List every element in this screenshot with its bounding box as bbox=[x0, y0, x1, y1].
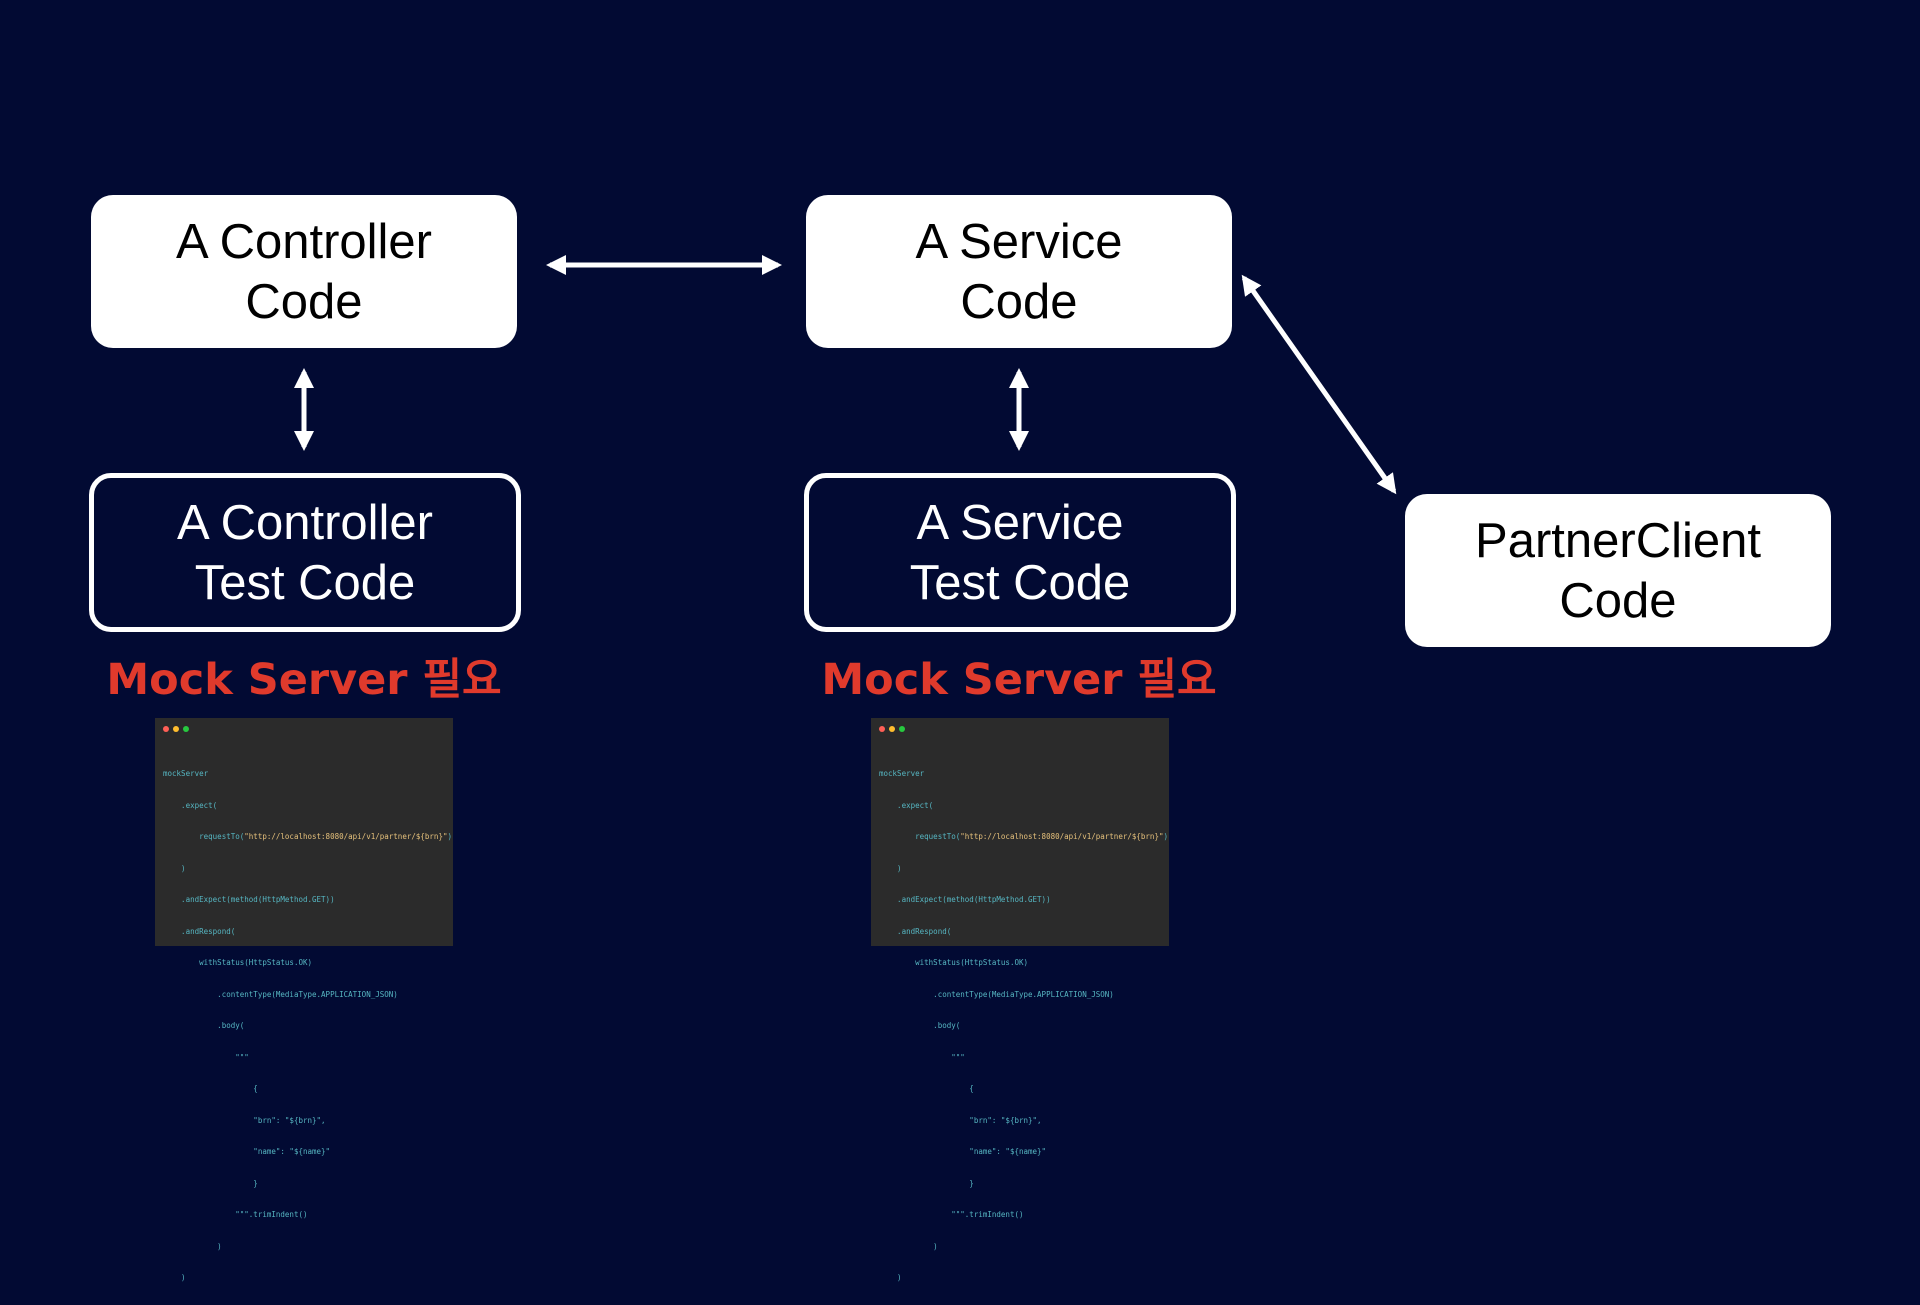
code-snippet-window-right: mockServer .expect( requestTo("http://lo… bbox=[871, 718, 1169, 1282]
code-line: ) bbox=[163, 1273, 186, 1282]
code-line: """ bbox=[879, 1052, 965, 1062]
service-code-line2: Code bbox=[960, 274, 1078, 329]
code-line: withStatus(HttpStatus.OK) bbox=[163, 958, 313, 967]
code-line: requestTo("http://localhost:8080/api/v1/… bbox=[163, 832, 452, 843]
code-line: .contentType(MediaType.APPLICATION_JSON) bbox=[163, 989, 398, 999]
service-code-line1: A Service bbox=[915, 214, 1123, 269]
service-code-box: A Service Code bbox=[806, 195, 1232, 348]
service-test-line2: Test Code bbox=[909, 555, 1131, 610]
code-token: ) bbox=[447, 832, 452, 841]
window-controls bbox=[879, 726, 1161, 732]
mock-server-required-label-left: Mock Server 필요 bbox=[106, 655, 502, 705]
code-token: requestTo( bbox=[879, 832, 961, 841]
code-line: .andRespond( bbox=[163, 926, 236, 936]
code-block: mockServer .expect( requestTo("http://lo… bbox=[879, 748, 1168, 1305]
code-line: .body( bbox=[163, 1021, 245, 1030]
partner-client-code-box: PartnerClient Code bbox=[1405, 494, 1831, 647]
code-block: mockServer .expect( requestTo("http://lo… bbox=[163, 748, 452, 1305]
connector-arrows bbox=[294, 255, 1397, 495]
close-dot-icon bbox=[163, 726, 169, 732]
partner-client-line2: Code bbox=[1559, 573, 1677, 628]
code-line: withStatus(HttpStatus.OK) bbox=[879, 958, 1029, 967]
code-snippet-window-left: mockServer .expect( requestTo("http://lo… bbox=[155, 718, 453, 1282]
code-line: ) bbox=[879, 1241, 938, 1251]
code-line: .expect( bbox=[879, 800, 934, 810]
code-line: "brn": "${brn}", bbox=[163, 1115, 326, 1125]
code-line: "name": "${name}" bbox=[163, 1147, 331, 1156]
code-line: ) bbox=[163, 863, 186, 873]
code-string: "http://localhost:8080/api/v1/partner/${… bbox=[244, 832, 448, 841]
code-line: mockServer bbox=[879, 769, 925, 778]
code-line: """.trimIndent() bbox=[879, 1210, 1024, 1219]
code-line: ) bbox=[163, 1241, 222, 1251]
service-test-line1: A Service bbox=[916, 495, 1124, 550]
controller-code-line1: A Controller bbox=[175, 214, 432, 269]
code-line: """ bbox=[163, 1052, 249, 1062]
code-line: .contentType(MediaType.APPLICATION_JSON) bbox=[879, 989, 1114, 999]
code-line: ) bbox=[879, 863, 902, 873]
code-line: "name": "${name}" bbox=[879, 1147, 1047, 1156]
controller-test-code-box: A Controller Test Code bbox=[89, 473, 521, 632]
code-line: "brn": "${brn}", bbox=[879, 1115, 1042, 1125]
code-line: { bbox=[163, 1084, 258, 1093]
partner-client-line1: PartnerClient bbox=[1475, 513, 1761, 568]
code-line: .expect( bbox=[163, 800, 218, 810]
controller-code-line2: Code bbox=[245, 274, 363, 329]
code-string: "http://localhost:8080/api/v1/partner/${… bbox=[960, 832, 1164, 841]
code-line: } bbox=[879, 1178, 974, 1188]
mock-server-required-label-right: Mock Server 필요 bbox=[821, 655, 1217, 705]
code-line: } bbox=[163, 1178, 258, 1188]
close-dot-icon bbox=[879, 726, 885, 732]
code-line: { bbox=[879, 1084, 974, 1093]
service-test-code-box: A Service Test Code bbox=[804, 473, 1236, 632]
maximize-dot-icon bbox=[899, 726, 905, 732]
code-line: .body( bbox=[879, 1021, 961, 1030]
minimize-dot-icon bbox=[173, 726, 179, 732]
controller-code-box: A Controller Code bbox=[91, 195, 517, 348]
code-line: .andExpect(method(HttpMethod.GET)) bbox=[879, 895, 1051, 904]
code-token: ) bbox=[1163, 832, 1168, 841]
window-controls bbox=[163, 726, 445, 732]
code-line: requestTo("http://localhost:8080/api/v1/… bbox=[879, 832, 1168, 843]
code-line: .andExpect(method(HttpMethod.GET)) bbox=[163, 895, 335, 904]
controller-test-line1: A Controller bbox=[176, 495, 433, 550]
code-line: """.trimIndent() bbox=[163, 1210, 308, 1219]
maximize-dot-icon bbox=[183, 726, 189, 732]
code-token: requestTo( bbox=[163, 832, 245, 841]
code-line: mockServer bbox=[163, 769, 209, 778]
arrow-service-partner bbox=[1241, 274, 1397, 495]
code-line: .andRespond( bbox=[879, 926, 952, 936]
minimize-dot-icon bbox=[889, 726, 895, 732]
controller-test-line2: Test Code bbox=[194, 555, 416, 610]
code-line: ) bbox=[879, 1273, 902, 1282]
